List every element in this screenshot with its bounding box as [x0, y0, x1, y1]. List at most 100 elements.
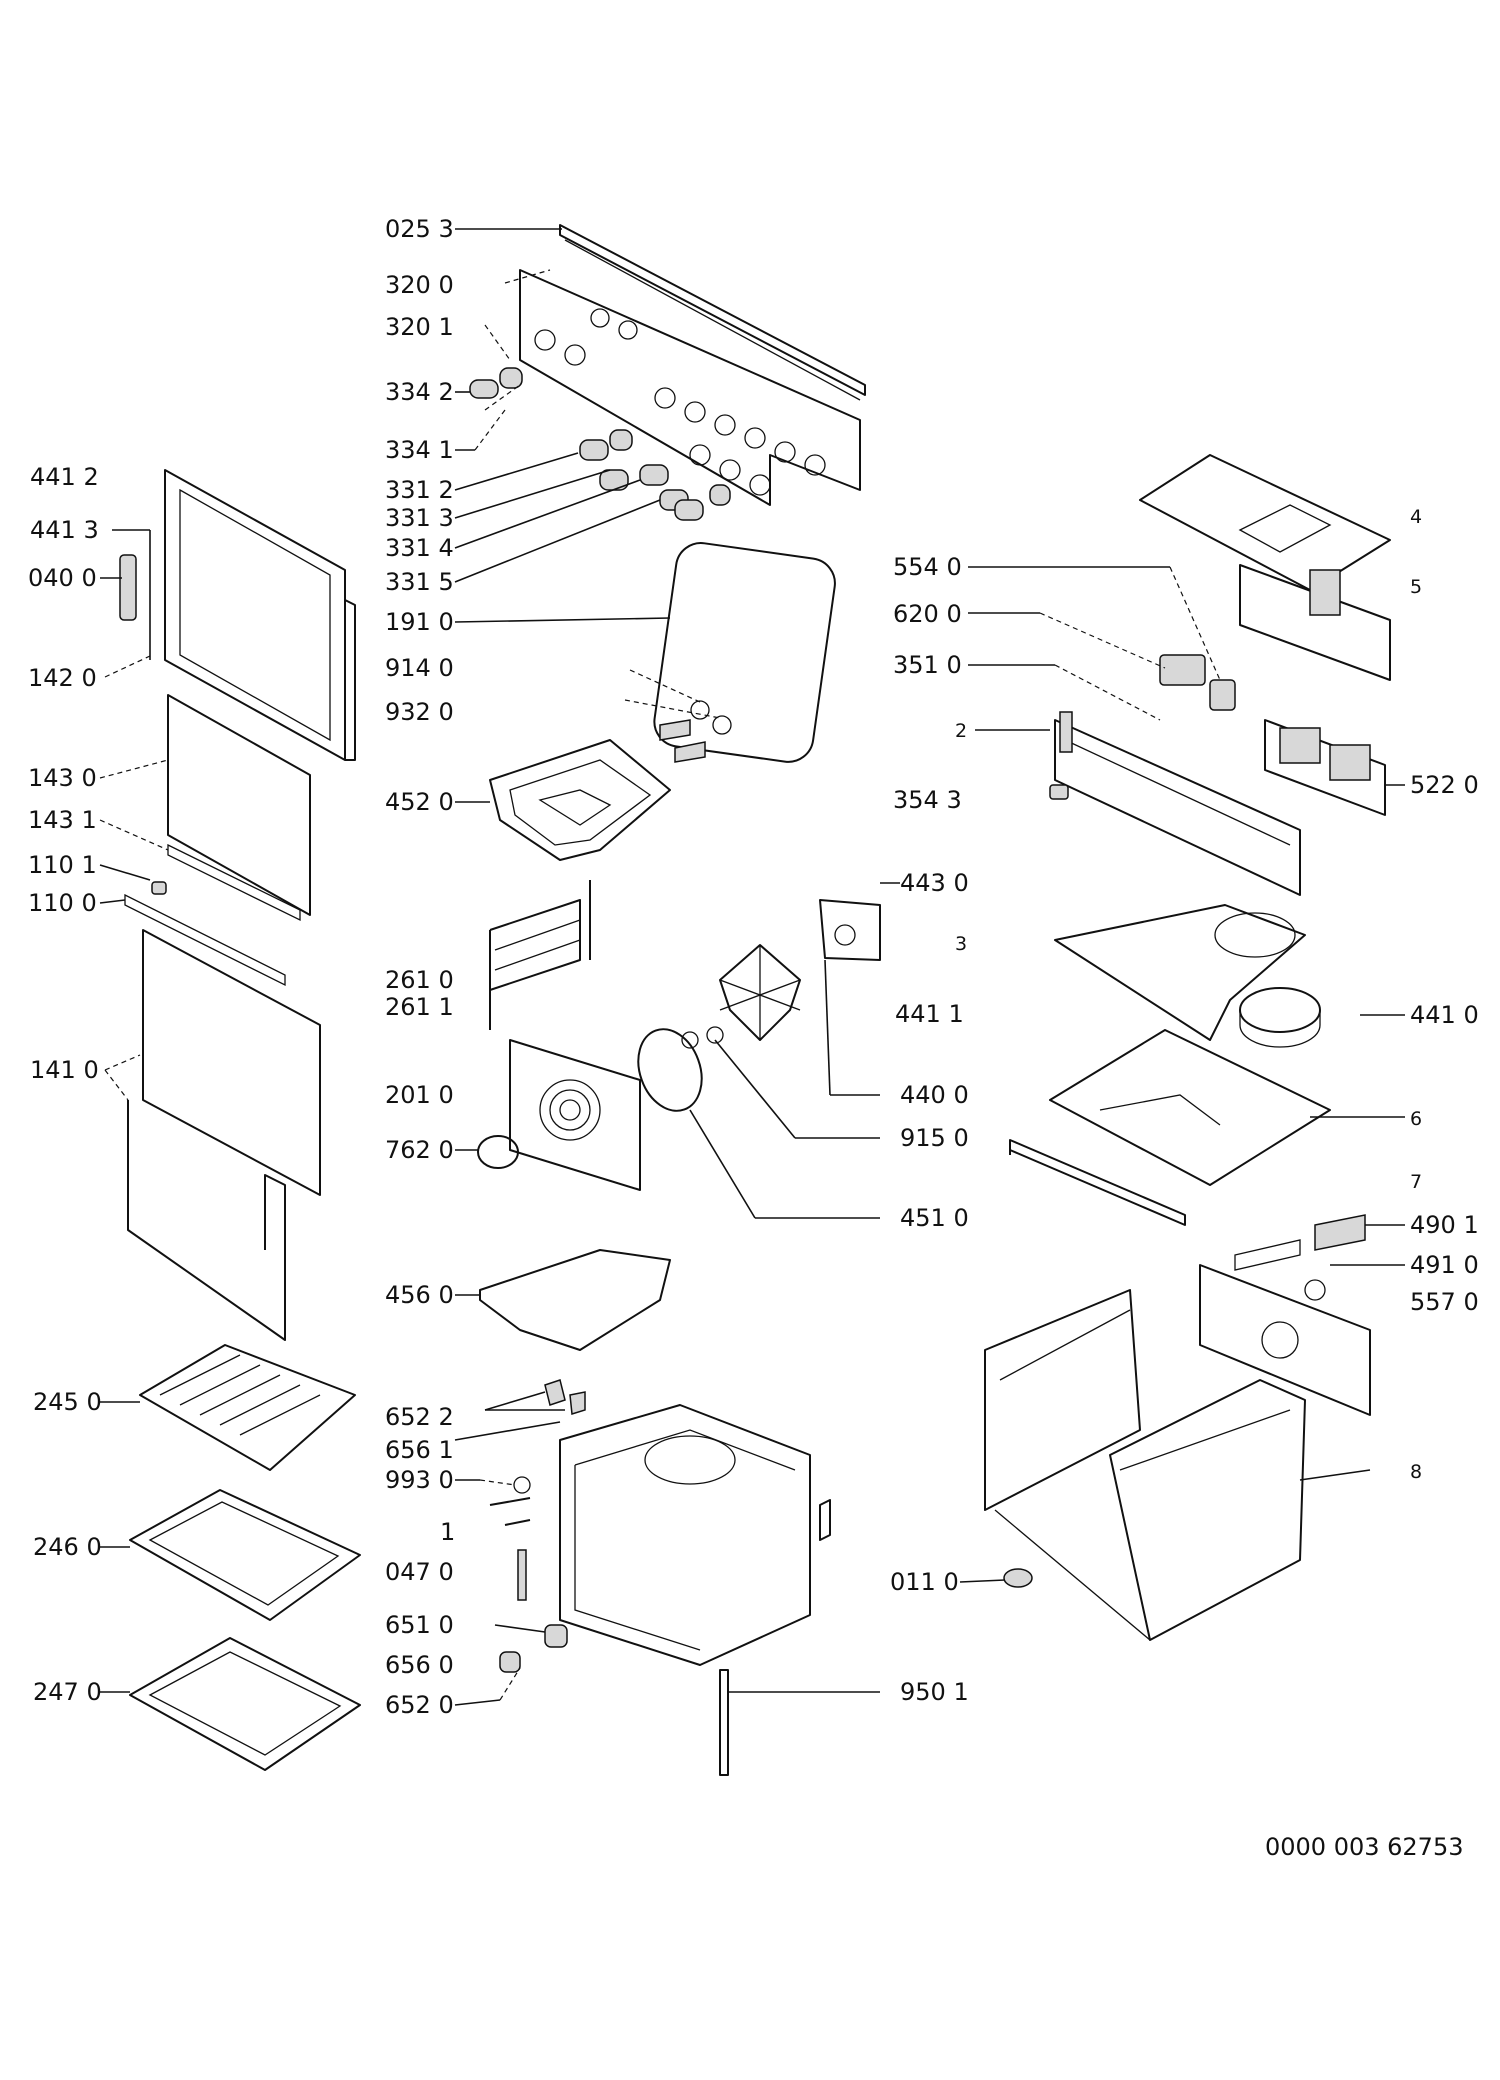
callout-110-0: 110 0: [28, 889, 97, 917]
callout-320-0: 320 0: [385, 271, 454, 299]
callout-040-0: 040 0: [28, 564, 97, 592]
callout-047-0: 047 0: [385, 1558, 454, 1586]
top-cover-assembly: [1139, 454, 1391, 681]
circular-heating-element: [637, 1028, 703, 1112]
switch-components: [1049, 654, 1236, 800]
hinge-parts: [489, 1379, 586, 1673]
callout-443-0: 443 0: [900, 869, 969, 897]
callout-441-1: 441 1: [895, 1000, 964, 1028]
callout-656-0: 656 0: [385, 1651, 454, 1679]
oven-cavity: [559, 1404, 831, 1666]
connector-parts: [1234, 1214, 1366, 1301]
cooling-duct-plate: [1054, 904, 1306, 1041]
callout-247-0: 247 0: [33, 1678, 102, 1706]
control-panel: [519, 269, 861, 506]
door-glass-outer: [142, 929, 321, 1196]
control-module-bar: [1054, 711, 1301, 896]
fan-blade: [719, 944, 801, 1041]
callout-110-1: 110 1: [28, 851, 97, 879]
callout-011-0: 011 0: [890, 1568, 959, 1596]
callout-490-1: 490 1: [1410, 1211, 1479, 1239]
shelf-guides: [489, 880, 591, 1030]
callout-143-0: 143 0: [28, 764, 97, 792]
callout-331-5: 331 5: [385, 568, 454, 596]
callout-261-1: 261 1: [385, 993, 454, 1021]
callout-557-0: 557 0: [1410, 1288, 1479, 1316]
top-heating-element: [489, 739, 671, 861]
cooling-fan: [1239, 987, 1321, 1048]
timer-module: [1264, 719, 1386, 816]
door-panel: [127, 1100, 286, 1341]
callout-331-2: 331 2: [385, 476, 454, 504]
door-handle-bracket: [119, 554, 137, 621]
oven-casing: [984, 1289, 1306, 1641]
callout-331-3: 331 3: [385, 504, 454, 532]
callout-141-0: 141 0: [30, 1056, 99, 1084]
callout-320-1: 320 1: [385, 313, 454, 341]
callout-950-1: 950 1: [900, 1678, 969, 1706]
callout-440-0: 440 0: [900, 1081, 969, 1109]
callout-261-0: 261 0: [385, 966, 454, 994]
callout-334-2: 334 2: [385, 378, 454, 406]
callout-656-1: 656 1: [385, 1436, 454, 1464]
callout-4: 4: [1410, 506, 1422, 528]
callout-025-3: 025 3: [385, 215, 454, 243]
callout-652-0: 652 0: [385, 1691, 454, 1719]
oven-back-panel: [509, 1039, 641, 1191]
callout-3: 3: [955, 933, 967, 955]
callout-915-0: 915 0: [900, 1124, 969, 1152]
rear-terminal-panel: [1199, 1264, 1371, 1416]
callout-331-4: 331 4: [385, 534, 454, 562]
part-labels: 025 3 320 0 320 1 334 2 334 1 331 2 331 …: [28, 215, 1479, 1861]
document-code: 0000 003 62753: [1265, 1833, 1464, 1861]
baking-tray-deep: [129, 1637, 361, 1771]
callout-993-0: 993 0: [385, 1466, 454, 1494]
callout-522-0: 522 0: [1410, 771, 1479, 799]
door-seal-strip: [719, 1669, 729, 1776]
callout-456-0: 456 0: [385, 1281, 454, 1309]
callout-1: 1: [440, 1518, 455, 1546]
control-panel-trim: [559, 224, 866, 401]
callout-5: 5: [1410, 576, 1422, 598]
front-trim-strip: [1009, 1139, 1186, 1226]
callout-932-0: 932 0: [385, 698, 454, 726]
wire-rack: [139, 1344, 356, 1471]
callout-201-0: 201 0: [385, 1081, 454, 1109]
callout-441-3: 441 3: [30, 516, 99, 544]
callout-441-0: 441 0: [1410, 1001, 1479, 1029]
callout-914-0: 914 0: [385, 654, 454, 682]
door-outer-frame: [164, 469, 356, 761]
callout-620-0: 620 0: [893, 600, 962, 628]
fan-hub-parts: [681, 1026, 724, 1049]
callout-762-0: 762 0: [385, 1136, 454, 1164]
callout-7: 7: [1410, 1171, 1422, 1193]
callout-245-0: 245 0: [33, 1388, 102, 1416]
callout-334-1: 334 1: [385, 436, 454, 464]
callout-8: 8: [1410, 1461, 1422, 1483]
callout-441-2: 441 2: [30, 463, 99, 491]
callout-451-0: 451 0: [900, 1204, 969, 1232]
fan-motor: [819, 899, 881, 961]
callout-554-0: 554 0: [893, 553, 962, 581]
door-inner-glass: [167, 694, 311, 916]
leader-lines: [99, 228, 1405, 1706]
callout-651-0: 651 0: [385, 1611, 454, 1639]
callout-246-0: 246 0: [33, 1533, 102, 1561]
baking-tray-shallow: [129, 1489, 361, 1621]
door-gasket: [653, 542, 836, 763]
callout-354-3: 354 3: [893, 786, 962, 814]
callout-142-0: 142 0: [28, 664, 97, 692]
callout-652-2: 652 2: [385, 1403, 454, 1431]
callout-6: 6: [1410, 1108, 1422, 1130]
callout-2: 2: [955, 720, 967, 742]
callout-452-0: 452 0: [385, 788, 454, 816]
insulation-plate: [1049, 1029, 1331, 1186]
callout-351-0: 351 0: [893, 651, 962, 679]
callout-143-1: 143 1: [28, 806, 97, 834]
callout-491-0: 491 0: [1410, 1251, 1479, 1279]
lamp-parts: [659, 700, 732, 763]
bottom-heating-element: [479, 1249, 671, 1351]
callout-191-0: 191 0: [385, 608, 454, 636]
fan-cover-plate: [477, 1135, 519, 1169]
